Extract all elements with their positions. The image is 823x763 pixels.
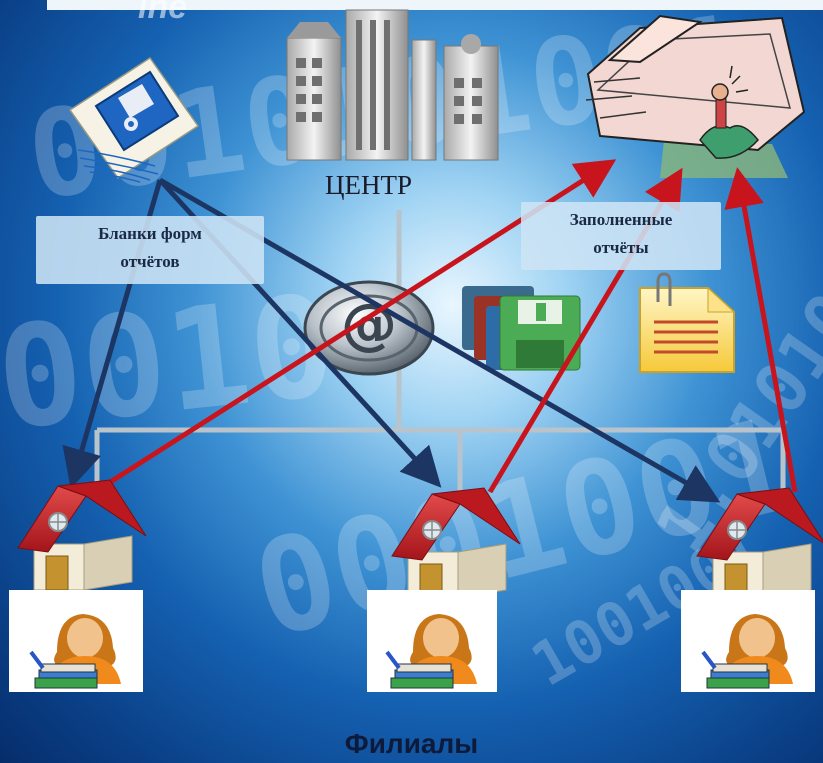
- filled-reports-line2: отчёты: [593, 238, 649, 257]
- center-label: ЦЕНТР: [325, 170, 412, 200]
- blank-forms-line1: Бланки форм: [98, 224, 202, 243]
- worker-icon: [681, 590, 815, 692]
- filled-reports-line1: Заполненные: [569, 210, 673, 229]
- house-icon: [17, 479, 147, 591]
- filled-reports-label: Заполненные отчёты: [521, 202, 721, 270]
- top-bar: [47, 0, 823, 10]
- worker-icon: [9, 590, 143, 692]
- house-icon: [696, 487, 823, 599]
- title-fragment: ine: [138, 0, 188, 26]
- branches-label: Филиалы: [344, 728, 479, 759]
- blank-forms-label: Бланки форм отчётов: [36, 216, 264, 284]
- worker-icon: [367, 590, 497, 692]
- house-icon: [391, 487, 521, 599]
- blank-forms-line2: отчётов: [120, 252, 180, 271]
